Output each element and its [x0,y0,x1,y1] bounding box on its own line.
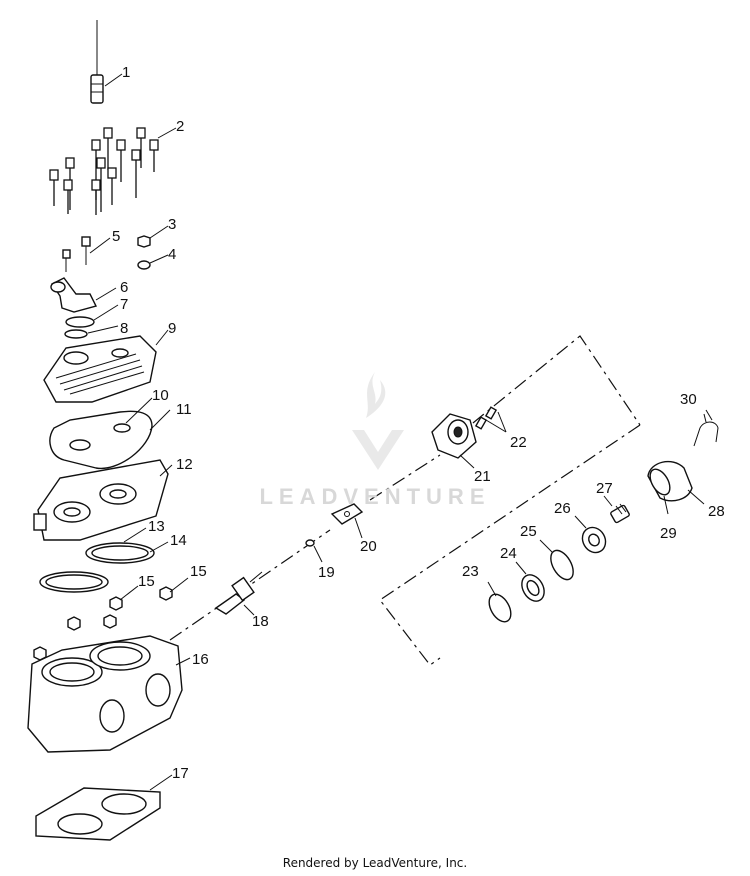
part-24-spring [515,561,545,602]
callout-3: 3 [168,216,176,233]
part-13-14-base-gaskets [39,527,169,593]
callout-9: 9 [168,320,176,337]
callout-labels: 1 2 3 4 5 6 7 8 9 10 11 12 13 14 15 15 1… [112,64,725,782]
assembly-centerline [169,335,641,666]
part-9-head-cover [43,329,169,403]
watermark-logo [352,372,404,470]
part-15-nuts [33,577,189,661]
part-8-o-ring [64,325,119,339]
callout-16: 16 [192,651,209,668]
callout-28: 28 [708,503,725,520]
callout-30: 30 [680,391,697,408]
callout-11: 11 [176,401,192,418]
part-30-spring-clip [693,409,719,447]
callout-22: 22 [510,434,527,451]
part-12-cylinder-head [33,459,173,541]
callout-27: 27 [596,480,613,497]
part-2-head-bolts [49,127,177,215]
callout-18: 18 [252,613,269,630]
callout-4: 4 [168,246,176,263]
part-16-cylinder-block [27,635,191,753]
part-1-temperature-sensor [90,20,123,104]
part-7-outlet-gasket [65,304,119,328]
footer-credit: Rendered by LeadVenture, Inc. [282,856,468,870]
callout-19: 19 [318,564,335,581]
part-21-valve-housing [431,413,477,469]
callout-21: 21 [474,468,491,485]
part-5-bolts [62,236,111,272]
callout-6: 6 [120,279,128,296]
callout-24: 24 [500,545,517,562]
part-19-small-o-ring [305,539,323,563]
part-27-small-spring [603,495,630,524]
callout-5: 5 [112,228,120,245]
part-25-o-ring [539,539,574,581]
callout-12: 12 [176,456,193,473]
part-22-screws [474,406,507,433]
part-26-valve-piston [574,515,607,554]
part-6-water-outlet-elbow [50,277,117,313]
part-18-sensor-probe [214,571,263,616]
part-20-valve-gasket [330,503,364,539]
part-4-washer [137,254,169,270]
callout-1: 1 [122,64,130,81]
callout-15a: 15 [138,573,155,590]
part-10-11-head-gasket [49,397,171,470]
part-23-o-ring [487,581,512,623]
callout-13: 13 [148,518,165,535]
callout-26: 26 [554,500,571,517]
watermark-text: LEADVENTURE [259,484,491,509]
callout-14: 14 [170,532,187,549]
callout-20: 20 [360,538,377,555]
callout-10: 10 [152,387,169,404]
part-28-29-valve-cover [647,460,705,515]
part-17-base-gasket [35,774,173,841]
callout-15b: 15 [190,563,207,580]
callout-2: 2 [176,118,184,135]
callout-25: 25 [520,523,537,540]
part-3-nut [137,225,169,248]
callout-7: 7 [120,296,128,313]
callout-23: 23 [462,563,479,580]
callout-8: 8 [120,320,128,337]
callout-29: 29 [660,525,677,542]
callout-17: 17 [172,765,189,782]
